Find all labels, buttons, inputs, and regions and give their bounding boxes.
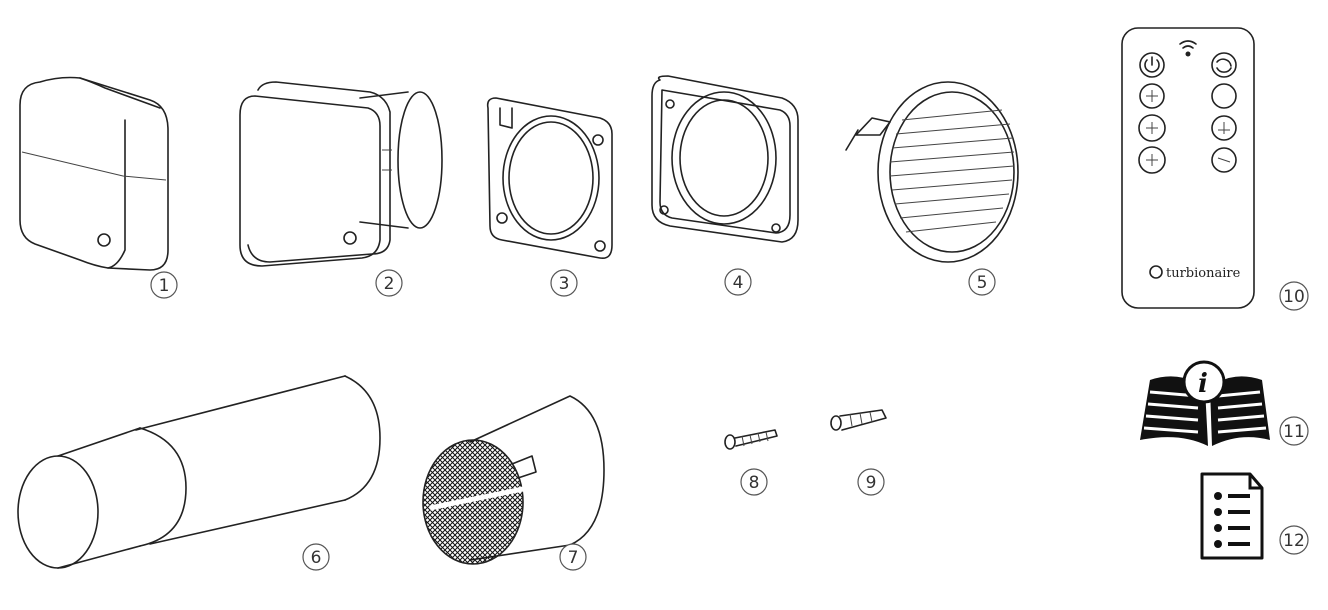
callout-2: 2 (375, 269, 403, 297)
fan-unit-icon (239, 81, 443, 267)
screw-icon (724, 429, 778, 450)
callout-6: 6 (302, 543, 330, 571)
wall-plug-icon (830, 409, 887, 431)
instruction-manual-icon: i (1140, 360, 1270, 446)
callout-9: 9 (857, 468, 885, 496)
callout-3-label: 3 (559, 274, 570, 294)
callout-8: 8 (740, 468, 768, 496)
checklist-document-icon (1200, 472, 1264, 560)
callout-7: 7 (559, 543, 587, 571)
callout-10-label: 10 (1283, 287, 1305, 307)
external-grille-icon (845, 81, 1019, 263)
callout-1-label: 1 (159, 276, 170, 296)
callout-10: 10 (1279, 281, 1309, 311)
svg-text:i: i (1198, 369, 1208, 399)
callout-11: 11 (1279, 416, 1309, 446)
remote-control-icon: turbionaire (1121, 27, 1255, 309)
callout-8-label: 8 (749, 473, 760, 493)
callout-5: 5 (968, 268, 996, 296)
callout-3: 3 (550, 269, 578, 297)
telescopic-duct-icon (17, 375, 381, 569)
callout-9-label: 9 (866, 473, 877, 493)
mounting-plate-icon (486, 97, 613, 260)
callout-4: 4 (724, 268, 752, 296)
callout-1: 1 (150, 271, 178, 299)
callout-11-label: 11 (1283, 422, 1305, 442)
filter-cartridge-icon (422, 395, 605, 565)
callout-5-label: 5 (977, 273, 988, 293)
callout-4-label: 4 (733, 273, 744, 293)
wall-frame-icon (651, 75, 799, 243)
callout-12-label: 12 (1283, 531, 1305, 551)
fan-cover-icon (19, 76, 169, 271)
callout-6-label: 6 (311, 548, 322, 568)
remote-brand-label: turbionaire (1166, 266, 1241, 281)
callout-7-label: 7 (568, 548, 579, 568)
callout-2-label: 2 (384, 274, 395, 294)
callout-12: 12 (1279, 525, 1309, 555)
